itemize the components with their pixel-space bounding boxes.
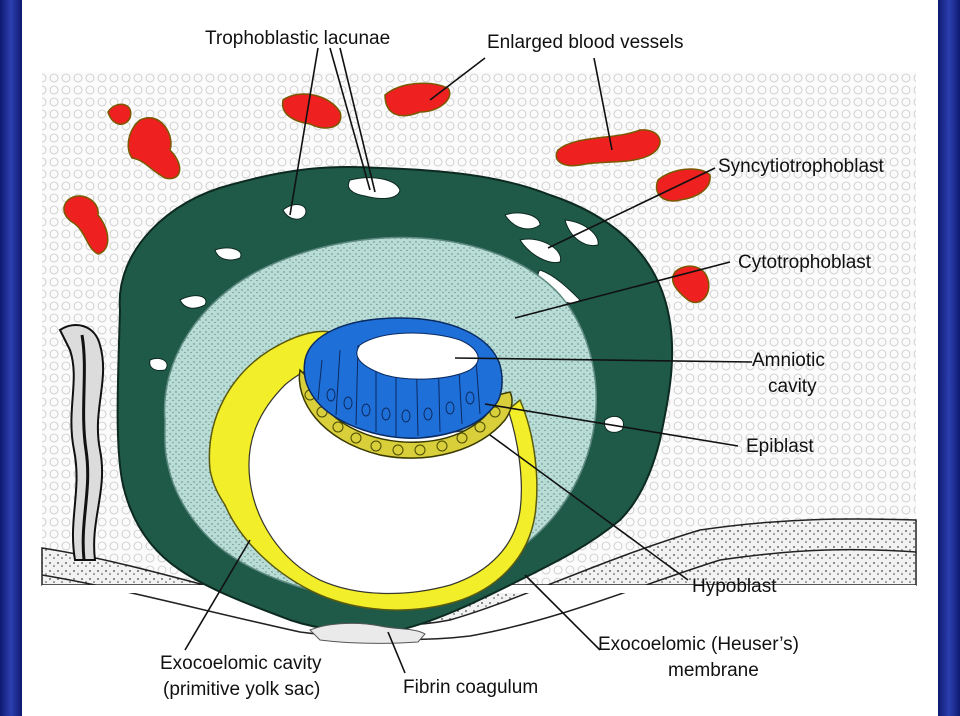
fibrin-coagulum [309,622,426,644]
label-fibrin-coagulum: Fibrin coagulum [403,677,538,698]
uterine-gland-lumen [80,334,90,561]
label-exocoelomic-membrane-line2: membrane [668,660,759,681]
label-epiblast: Epiblast [746,436,814,457]
label-exocoelomic-cavity-line2: (primitive yolk sac) [163,679,320,700]
label-exocoelomic-cavity-line1: Exocoelomic cavity [160,653,322,674]
label-enlarged-blood-vessels: Enlarged blood vessels [487,32,683,53]
label-exocoelomic-membrane-line1: Exocoelomic (Heuser’s) [598,634,799,655]
epithelium-basal-line [41,548,917,641]
leader-lines [184,47,753,674]
hypoblast [298,368,513,459]
uterine-gland [58,324,105,561]
label-cytotrophoblast: Cytotrophoblast [738,252,872,273]
slide-frame-left [0,0,22,716]
amniotic-cavity [356,332,479,380]
label-trophoblastic-lacunae: Trophoblastic lacunae [205,28,390,49]
label-amniotic-cavity-line2: cavity [768,376,817,397]
label-syncytiotrophoblast: Syncytiotrophoblast [718,156,885,177]
slide-frame-right [938,0,960,716]
label-hypoblast: Hypoblast [692,576,777,597]
label-amniotic-cavity-line1: Amniotic [752,350,825,371]
